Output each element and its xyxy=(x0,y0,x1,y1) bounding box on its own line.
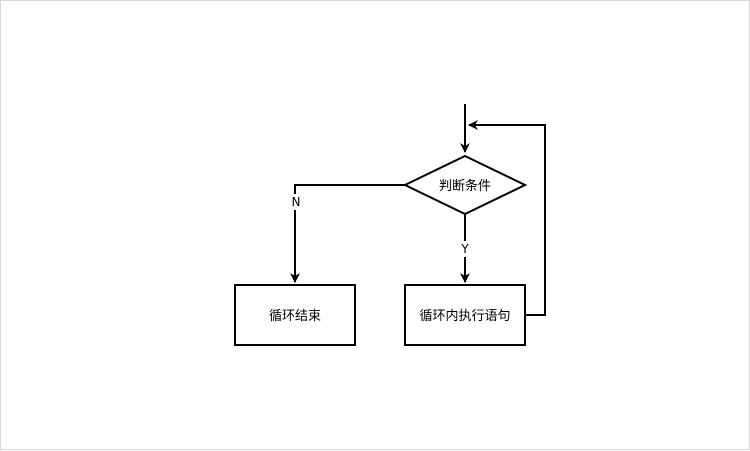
no-edge-label: N xyxy=(292,195,301,209)
no-edge xyxy=(290,184,405,283)
loop-body-box xyxy=(404,284,526,346)
no-label-bg xyxy=(288,194,304,210)
loop-back-edge xyxy=(468,120,546,316)
yes-edge-label: Y xyxy=(460,242,469,256)
yes-label-bg xyxy=(457,241,473,257)
loop-body-label: 循环内执行语句 xyxy=(419,308,510,324)
condition-label: 判断条件 xyxy=(439,178,491,194)
loop-end-label: 循环结束 xyxy=(269,309,321,324)
loop-end-box xyxy=(234,284,356,346)
